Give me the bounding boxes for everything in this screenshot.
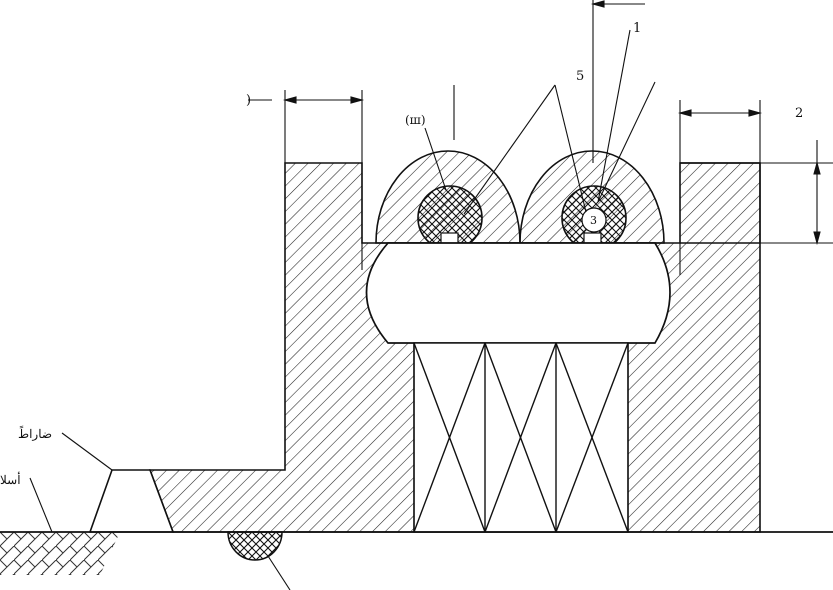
support-bracing xyxy=(413,342,629,533)
underground-drain xyxy=(227,531,283,561)
callout-2-label: 2 xyxy=(795,106,803,121)
callout-leaders xyxy=(29,29,656,533)
callout-5-label: 5 xyxy=(576,69,584,84)
dimension-lines xyxy=(248,0,833,275)
drain-leader xyxy=(267,555,291,590)
callout-1-label: 1 xyxy=(633,21,641,36)
ground-soil xyxy=(0,532,120,575)
left-upper-label: ضاراطً xyxy=(18,425,52,441)
left-lower-label: أسلا xyxy=(0,472,21,487)
right-core-block xyxy=(583,232,602,244)
left-core-block xyxy=(440,232,459,244)
left-paren-label: ) xyxy=(246,93,251,108)
paren-h-label: (ш) xyxy=(405,113,426,127)
right-core-bulb xyxy=(581,207,607,233)
central-chamber xyxy=(365,242,671,344)
bulb-number-label: 3 xyxy=(590,214,597,227)
